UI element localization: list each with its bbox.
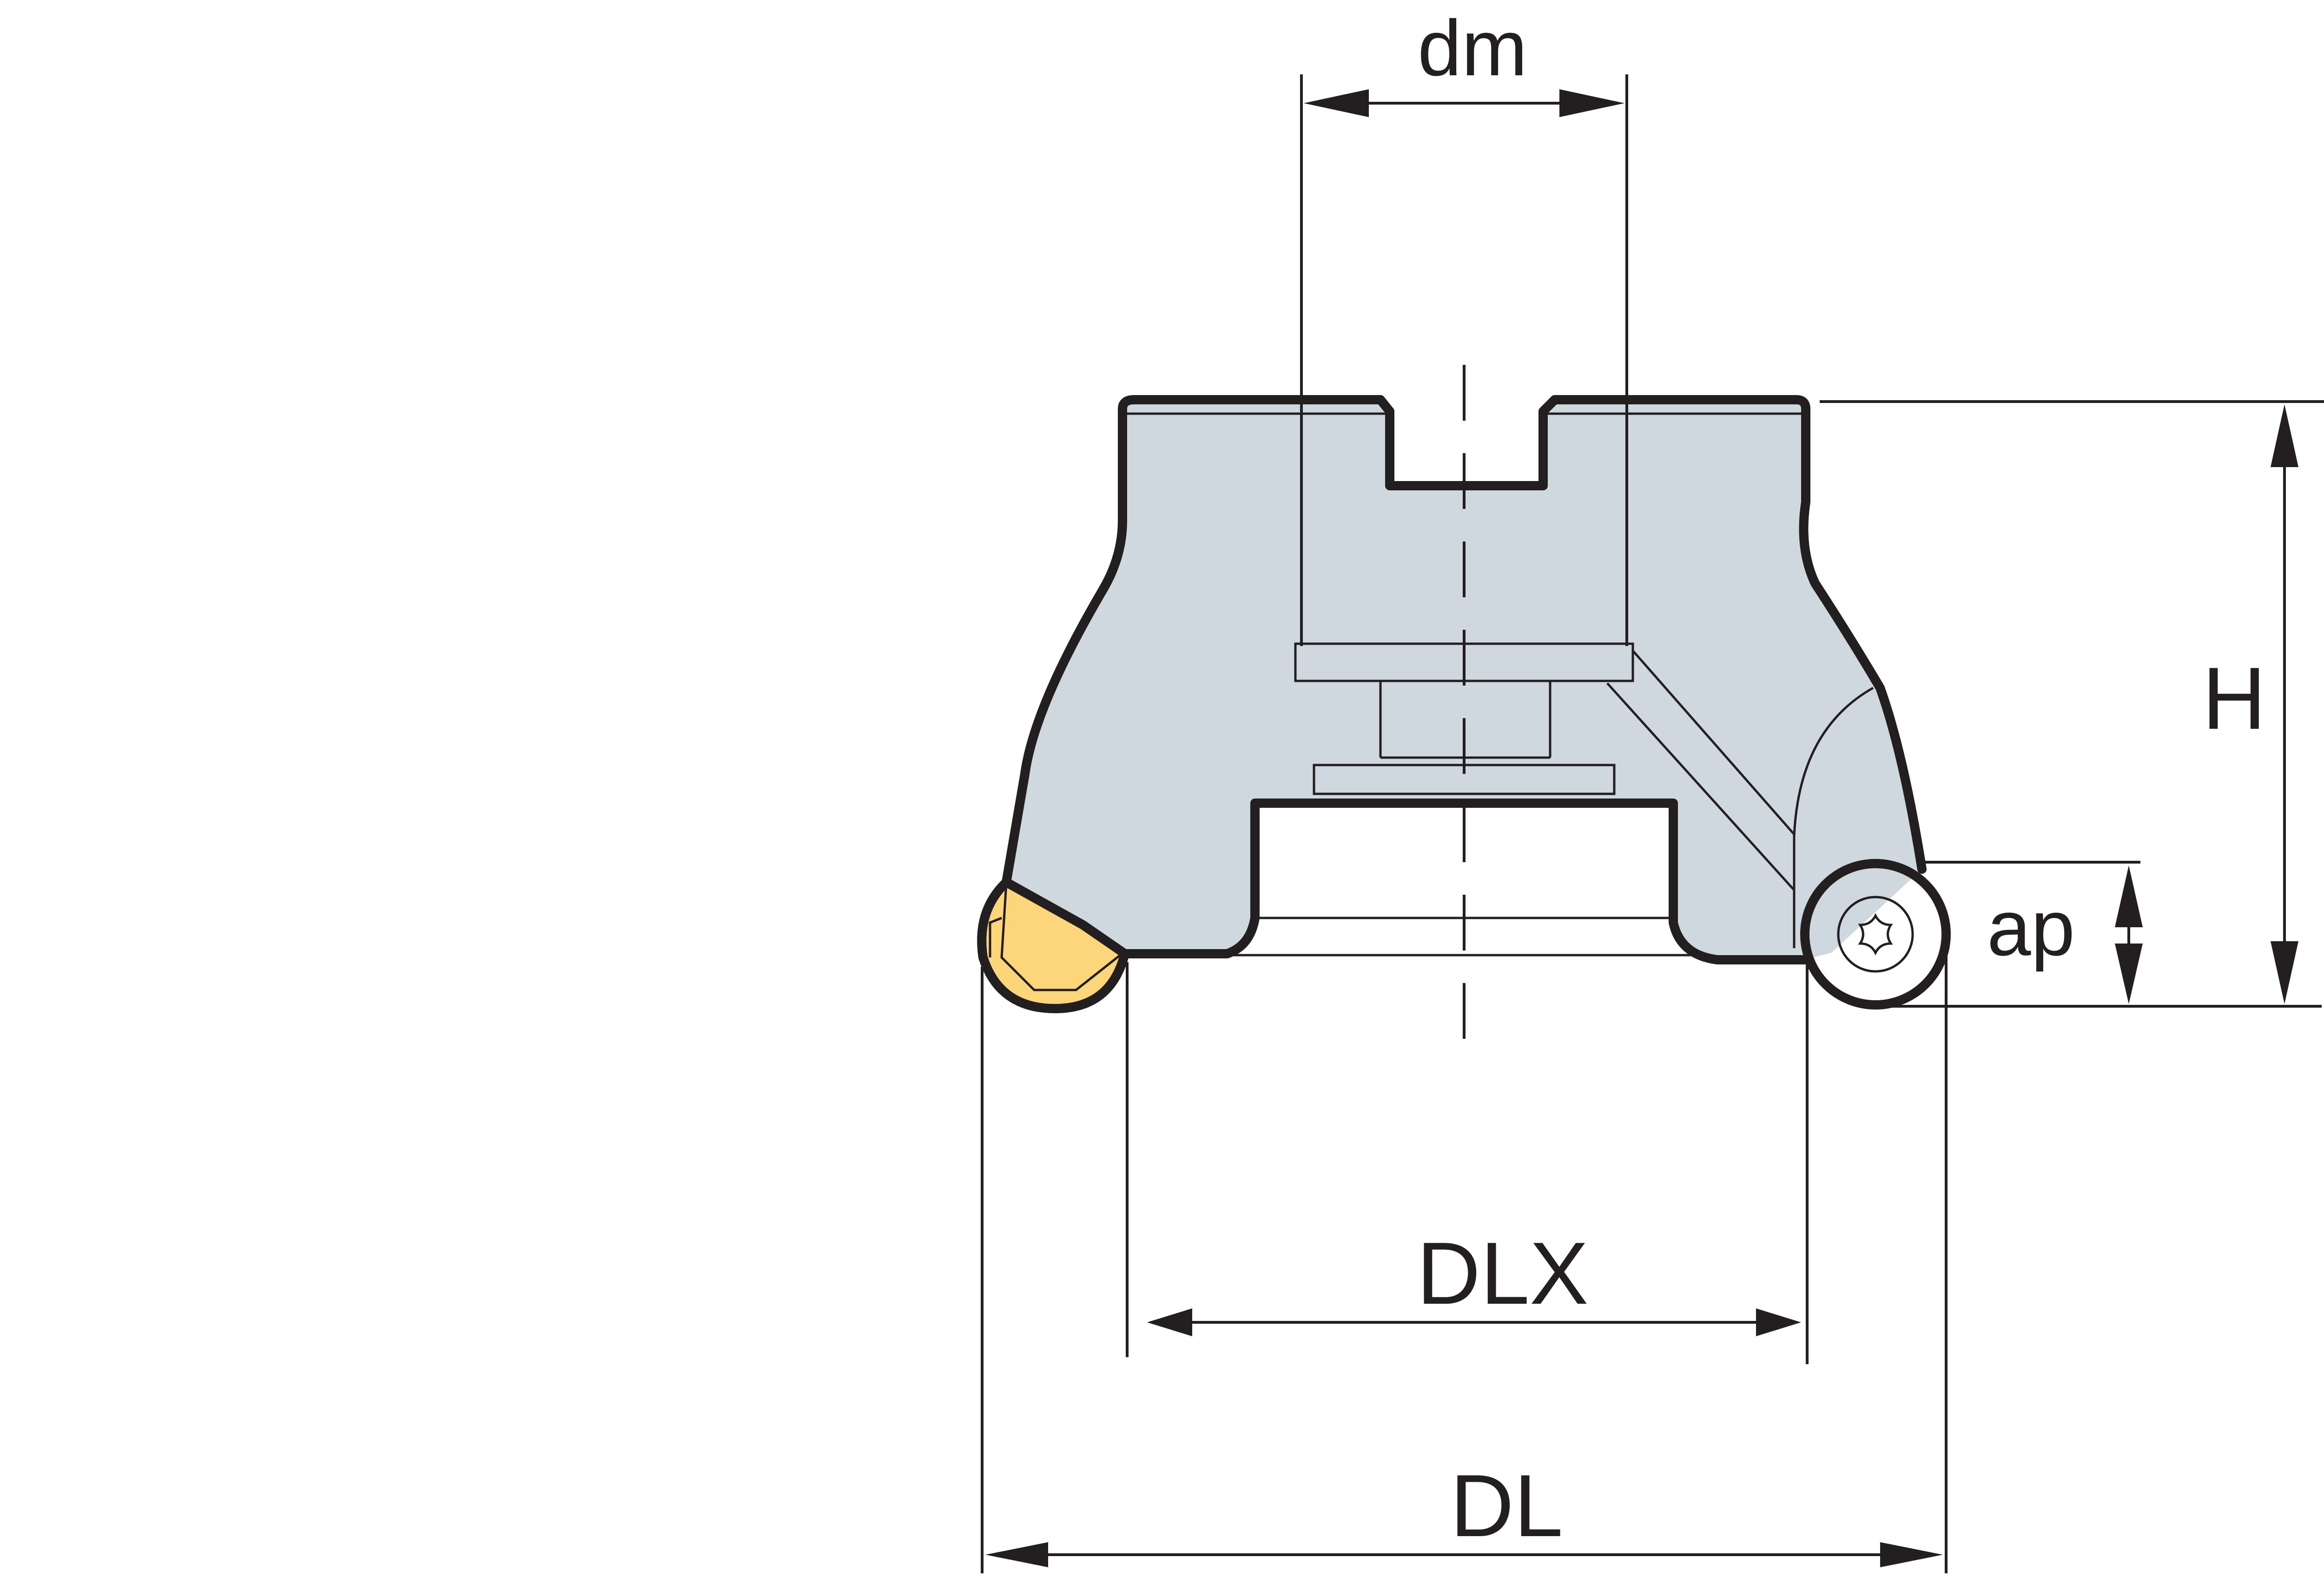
insert-left-edge [1002,878,1129,958]
DL-arrow-left [985,1542,1048,1567]
insert-left-outline [977,878,1129,1013]
dimension-dm: dm [1300,4,1628,646]
DL-arrow-right [1880,1542,1943,1567]
dm-arrow-left [1304,89,1369,117]
DLX-arrow-right [1756,1308,1801,1336]
insert-right-screw-head [1837,896,1914,973]
label-H: H [2202,649,2266,748]
torx-screw-icon [1858,913,1893,956]
dimension-DLX: DLX [1126,962,1809,1364]
dimension-DL: DL [981,948,1948,1573]
ap-arrow-top [2115,865,2143,927]
label-DLX: DLX [1417,1224,1589,1323]
coolant-channel-line-1 [1606,682,1795,891]
body-outline [1002,395,1927,887]
coolant-channel-line-2 [1632,650,1795,835]
insert-left-fill [982,882,1125,1009]
insert-left [977,878,1129,1013]
dimension-ap: ap [1922,861,2143,1004]
H-arrow-bottom [2271,941,2298,1004]
DLX-arrow-left [1147,1308,1192,1336]
ap-arrow-bottom [2115,944,2143,1004]
insert-right [1800,859,1951,1010]
label-DL: DL [1450,1457,1563,1555]
body-bottom-right [1120,799,1810,964]
H-arrow-top [2271,404,2298,467]
label-dm: dm [1418,4,1527,92]
chip-pocket-curve [1793,686,1874,948]
insert-left-facets [989,883,1121,991]
label-ap: ap [1987,884,2075,972]
insert-right-circle [1800,859,1951,1010]
dimension-H: H [1820,400,2324,1008]
dm-arrow-right [1559,89,1624,117]
